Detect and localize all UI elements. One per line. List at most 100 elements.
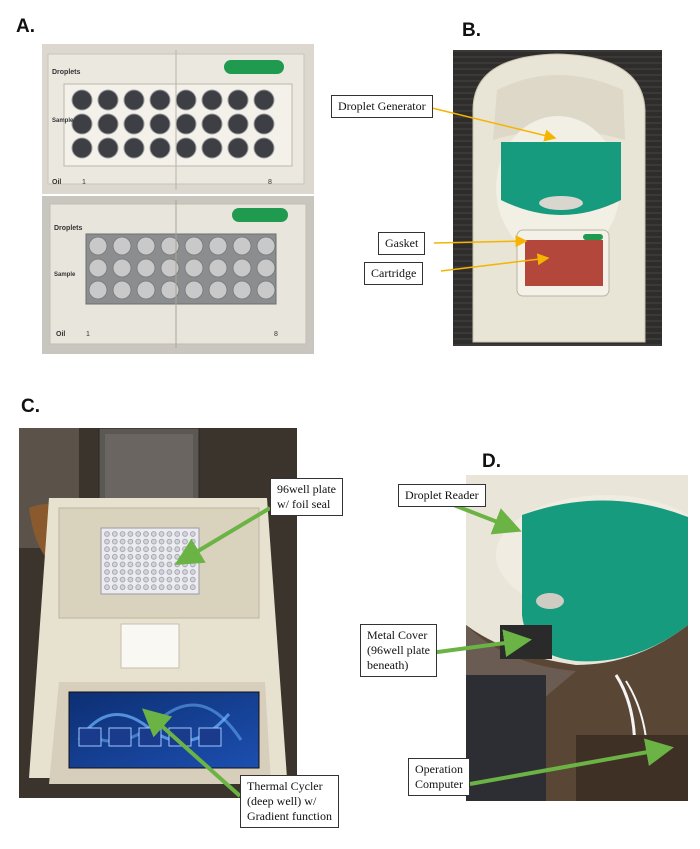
cartridge-well [256,236,276,256]
plate-well [182,531,188,537]
plate-well [119,576,126,583]
plate-well [111,553,118,560]
cartridge-well [123,89,145,111]
plate-well [143,561,149,568]
plate-well [104,553,110,560]
cartridge-bottom-col-last: 8 [274,331,278,338]
plate-well [111,584,118,591]
label-thermal-cycler: Thermal Cycler (deep well) w/ Gradient f… [240,775,339,828]
plate-well [158,553,165,560]
plate-well [143,553,149,560]
label-operation-computer: Operation Computer [408,758,470,796]
plate-well [111,538,118,545]
plate-well [119,569,126,575]
plate-well [158,538,165,545]
droplet-reader-graphic [466,475,688,801]
plate-well [119,546,126,553]
plate-well [166,538,173,545]
cartridge-well [184,236,204,256]
cartridge-well [256,258,276,278]
plate-well [150,553,157,560]
plate-well [111,531,118,537]
plate-well [104,538,110,545]
plate-well [119,531,126,537]
cartridge-well [184,280,204,300]
cartridge-well [160,280,180,300]
plate-well [182,576,188,583]
plate-well [174,569,181,575]
cartridge-well [160,236,180,256]
plate-well [182,553,188,560]
plate-well [158,576,165,583]
cartridge-well [123,113,145,135]
cartridge-well [136,280,156,300]
plate-well [104,531,110,537]
cartridge-well [149,113,171,135]
plate-well [127,531,134,537]
plate-well [127,569,134,575]
label-droplet-generator: Droplet Generator [331,95,433,118]
plate-well [104,584,110,591]
plate-well [174,576,181,583]
cartridge-well [97,89,119,111]
plate-well [189,546,196,553]
label-plate-line2: w/ foil seal [277,497,331,511]
plate-well [182,584,188,591]
cartridge-well [88,236,108,256]
cartridge-well [232,280,252,300]
plate-well [158,561,165,568]
cartridge-well [201,89,223,111]
plate-well [135,531,142,537]
plate-well [143,576,149,583]
plate-well [135,538,142,545]
cartridge-well [136,236,156,256]
label-droplet-generator-text: Droplet Generator [338,99,426,113]
cartridge-well [253,113,275,135]
cartridge-well [253,89,275,111]
plate-well [119,584,126,591]
plate-well [127,576,134,583]
plate-well [189,584,196,591]
plate-well [150,546,157,553]
plate-well [189,531,196,537]
plate-well [111,569,118,575]
plate-well [111,561,118,568]
cartridge-bottom-sample-label: Sample [54,272,76,278]
plate-well [111,576,118,583]
cartridge-well [227,89,249,111]
plate-well [135,553,142,560]
cartridge-well [208,236,228,256]
plate-well [182,538,188,545]
label-cycler-line2: (deep well) w/ [247,794,317,808]
panel-a-letter: A. [16,16,35,37]
cartridge-well [88,280,108,300]
plate-well [150,569,157,575]
cartridge-well [208,258,228,278]
plate-well [150,561,157,568]
plate-well [182,561,188,568]
plate-well [104,546,110,553]
plate-well [166,584,173,591]
cartridge-well [97,137,119,159]
label-cycler-line3: Gradient function [247,809,332,823]
cartridge-well [97,113,119,135]
cartridge-well [184,258,204,278]
plate-well [104,569,110,575]
label-computer-line1: Operation [415,762,463,776]
cartridge-well [71,113,93,135]
label-cover-line2: (96well plate [367,643,430,657]
plate-well [127,553,134,560]
cartridge-bottom-wells [88,236,276,300]
plate-well [166,561,173,568]
panel-c-letter: C. [21,396,40,417]
cartridge-well [256,280,276,300]
plate-well [127,538,134,545]
panel-b-photo [453,50,662,346]
cartridge-photos-graphic: Droplets Sample Oil 1 8 Droplets Sample … [42,44,314,354]
droplet-generator-graphic [453,50,662,346]
cartridge-well [112,280,132,300]
plate-well [174,584,181,591]
cartridge-well [232,236,252,256]
cartridge-top-sample-label: Sample [52,118,74,124]
panel-a-photo: Droplets Sample Oil 1 8 Droplets Sample … [42,44,314,354]
